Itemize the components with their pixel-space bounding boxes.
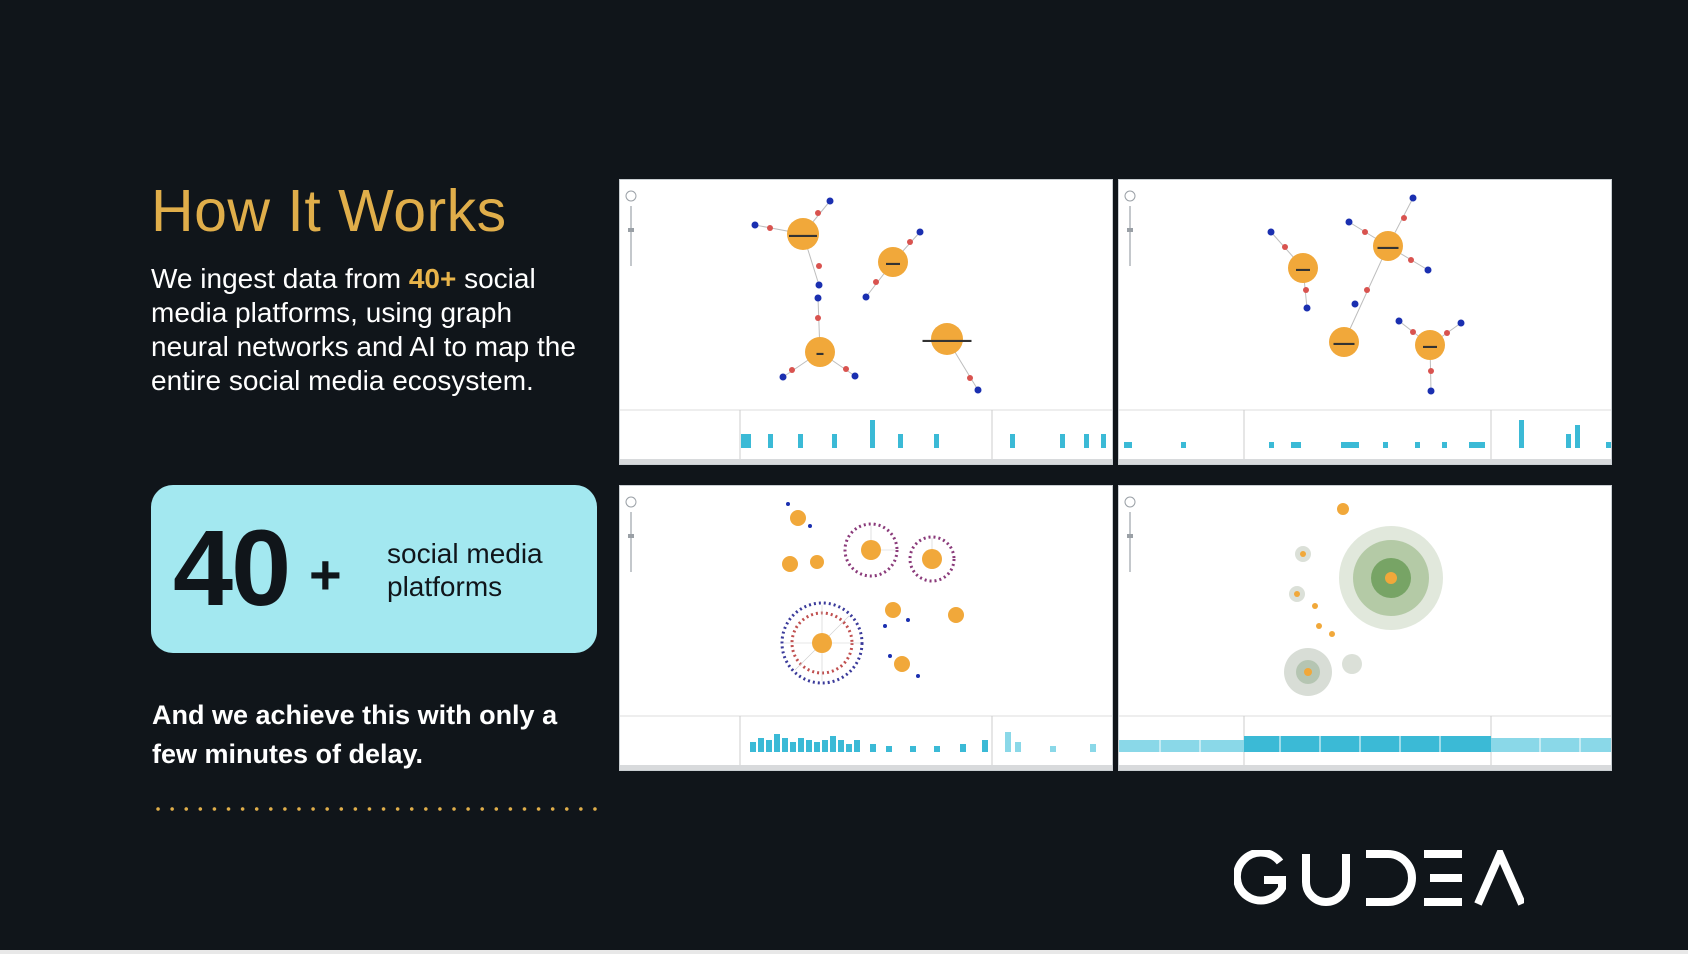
network-graph-2: ▬▬▬▬▬ ▬▬▬▬▬	[1119, 190, 1611, 464]
zoom-controls	[625, 190, 637, 266]
svg-text:▬: ▬	[817, 350, 824, 357]
svg-text:▬▬: ▬▬	[1423, 343, 1437, 350]
svg-text:▬▬▬▬▬▬▬: ▬▬▬▬▬▬▬	[923, 337, 972, 344]
graph-panel-2: ▬▬▬▬▬ ▬▬▬▬▬	[1118, 179, 1612, 465]
svg-text:▬▬▬▬: ▬▬▬▬	[789, 232, 817, 239]
bottom-border	[0, 950, 1688, 954]
stat-card: 40 + social media platforms	[151, 485, 597, 653]
zoom-controls	[625, 496, 637, 572]
svg-text:▬▬▬: ▬▬▬	[1334, 340, 1355, 347]
network-graph-1: ▬▬▬▬▬▬ ▬▬▬▬▬▬▬▬	[620, 190, 1112, 464]
intro-paragraph: We ingest data from 40+ social media pla…	[151, 262, 581, 398]
timeline-bars-3	[750, 732, 1096, 752]
svg-text:▬▬: ▬▬	[1296, 266, 1310, 273]
svg-text:▬▬▬: ▬▬▬	[1378, 244, 1399, 251]
intro-text-start: We ingest data from	[151, 263, 409, 294]
graph-panel-1: ▬▬▬▬▬▬ ▬▬▬▬▬▬▬▬	[619, 179, 1113, 465]
brand-logo	[1234, 850, 1524, 906]
dotted-divider	[151, 806, 597, 812]
graph-panel-3	[619, 485, 1113, 771]
intro-highlight: 40+	[408, 263, 457, 294]
zoom-controls	[1124, 496, 1136, 572]
network-graph-4	[1119, 496, 1611, 770]
graph-panel-4	[1118, 485, 1612, 771]
page-title: How It Works	[151, 178, 507, 244]
stat-label: social media platforms	[387, 538, 543, 602]
stat-plus: +	[309, 543, 342, 606]
network-graph-3	[620, 496, 1112, 770]
zoom-controls	[1124, 190, 1136, 266]
svg-text:▬▬: ▬▬	[886, 260, 900, 267]
intro-text-end: social media platforms, using graph neur…	[151, 263, 576, 396]
stat-number: 40	[173, 507, 291, 628]
delay-statement: And we achieve this with only a few minu…	[152, 700, 558, 769]
